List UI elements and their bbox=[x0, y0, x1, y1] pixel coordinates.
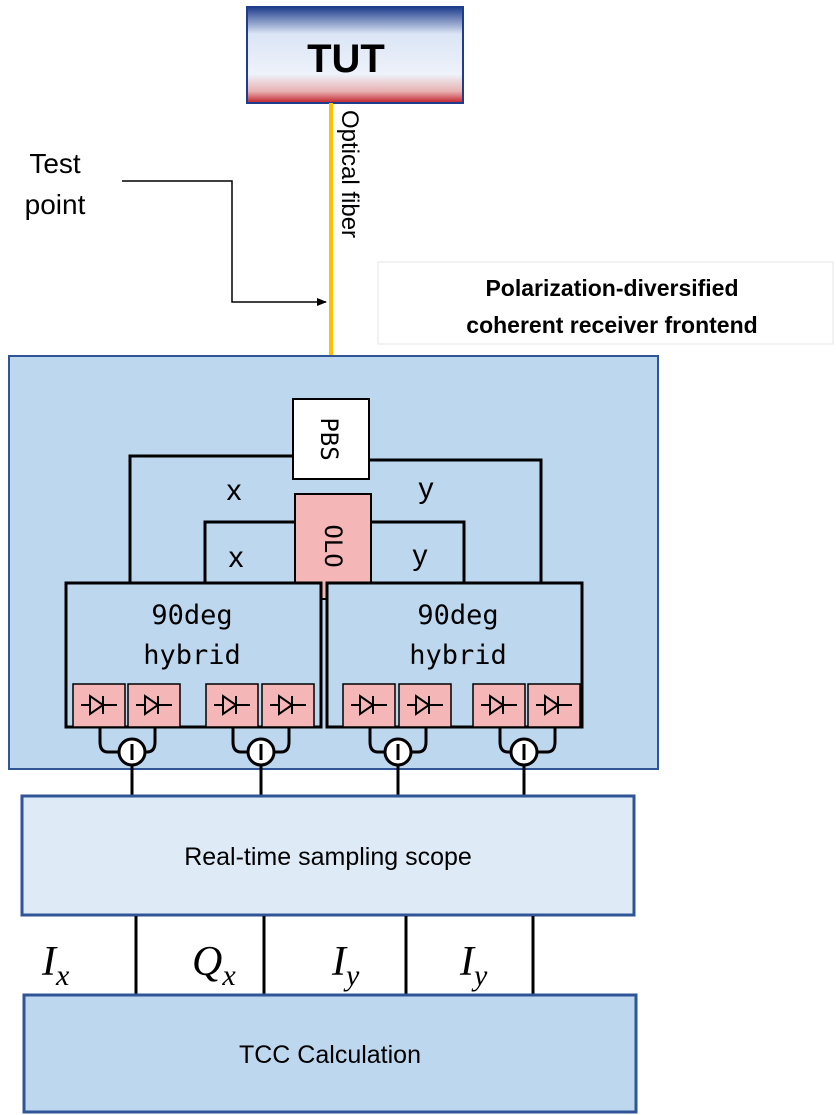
output-label-1: Ix bbox=[41, 939, 70, 992]
scope-label: Real-time sampling scope bbox=[184, 843, 472, 871]
output-labels: Ix Qx Iy Iy bbox=[41, 939, 488, 992]
photodiode-icon bbox=[472, 683, 526, 728]
hybrid-right-line1: 90deg bbox=[417, 600, 498, 631]
branch-y-outer: y bbox=[419, 472, 434, 505]
photodiode-icon bbox=[127, 683, 181, 728]
branch-x-inner: x bbox=[229, 541, 244, 574]
hybrid-left-line1: 90deg bbox=[151, 600, 232, 631]
photodiode-array bbox=[72, 683, 581, 728]
tut-box: TUT bbox=[246, 6, 464, 104]
branch-y-inner: y bbox=[413, 539, 428, 572]
hybrid-left-line2: hybrid bbox=[143, 640, 241, 671]
hybrid-right-line2: hybrid bbox=[409, 640, 507, 671]
olo-label: OLO bbox=[319, 524, 347, 567]
photodiode-icon bbox=[527, 683, 581, 728]
balanced-detector-icon bbox=[509, 737, 539, 767]
frontend-title-line1: Polarization-diversified bbox=[485, 275, 738, 301]
branch-x-outer: x bbox=[227, 474, 242, 507]
test-point-line2: point bbox=[25, 189, 86, 220]
output-label-3: Iy bbox=[331, 939, 360, 992]
photodiode-icon bbox=[72, 683, 126, 728]
pbs-box: PBS bbox=[292, 398, 370, 480]
tcc-label: TCC Calculation bbox=[239, 1041, 421, 1069]
balanced-detector-icon bbox=[383, 737, 413, 767]
scope-box: Real-time sampling scope bbox=[20, 794, 636, 917]
balanced-detector-array bbox=[117, 737, 539, 767]
test-point-connector bbox=[122, 180, 327, 306]
tut-label: TUT bbox=[307, 37, 385, 81]
balanced-detector-icon bbox=[117, 737, 147, 767]
photodiode-icon bbox=[261, 683, 315, 728]
fiber-label: Optical fiber bbox=[336, 110, 363, 238]
balanced-detector-icon bbox=[246, 737, 276, 767]
frontend-wiring bbox=[98, 454, 557, 796]
pbs-label: PBS bbox=[315, 417, 343, 460]
photodiode-icon bbox=[398, 683, 452, 728]
frontend-title: Polarization-diversified coherent receiv… bbox=[377, 261, 834, 345]
frontend-title-line2: coherent receiver frontend bbox=[466, 312, 757, 338]
photodiode-icon bbox=[205, 683, 259, 728]
test-point-line1: Test bbox=[29, 148, 81, 179]
output-label-4: Iy bbox=[459, 939, 488, 992]
optical-fiber: Optical fiber bbox=[311, 103, 363, 396]
test-point: Test point bbox=[25, 148, 327, 306]
output-label-2: Qx bbox=[192, 939, 236, 992]
tcc-box: TCC Calculation bbox=[22, 993, 638, 1114]
photodiode-icon bbox=[342, 683, 396, 728]
output-wiring bbox=[134, 916, 535, 995]
